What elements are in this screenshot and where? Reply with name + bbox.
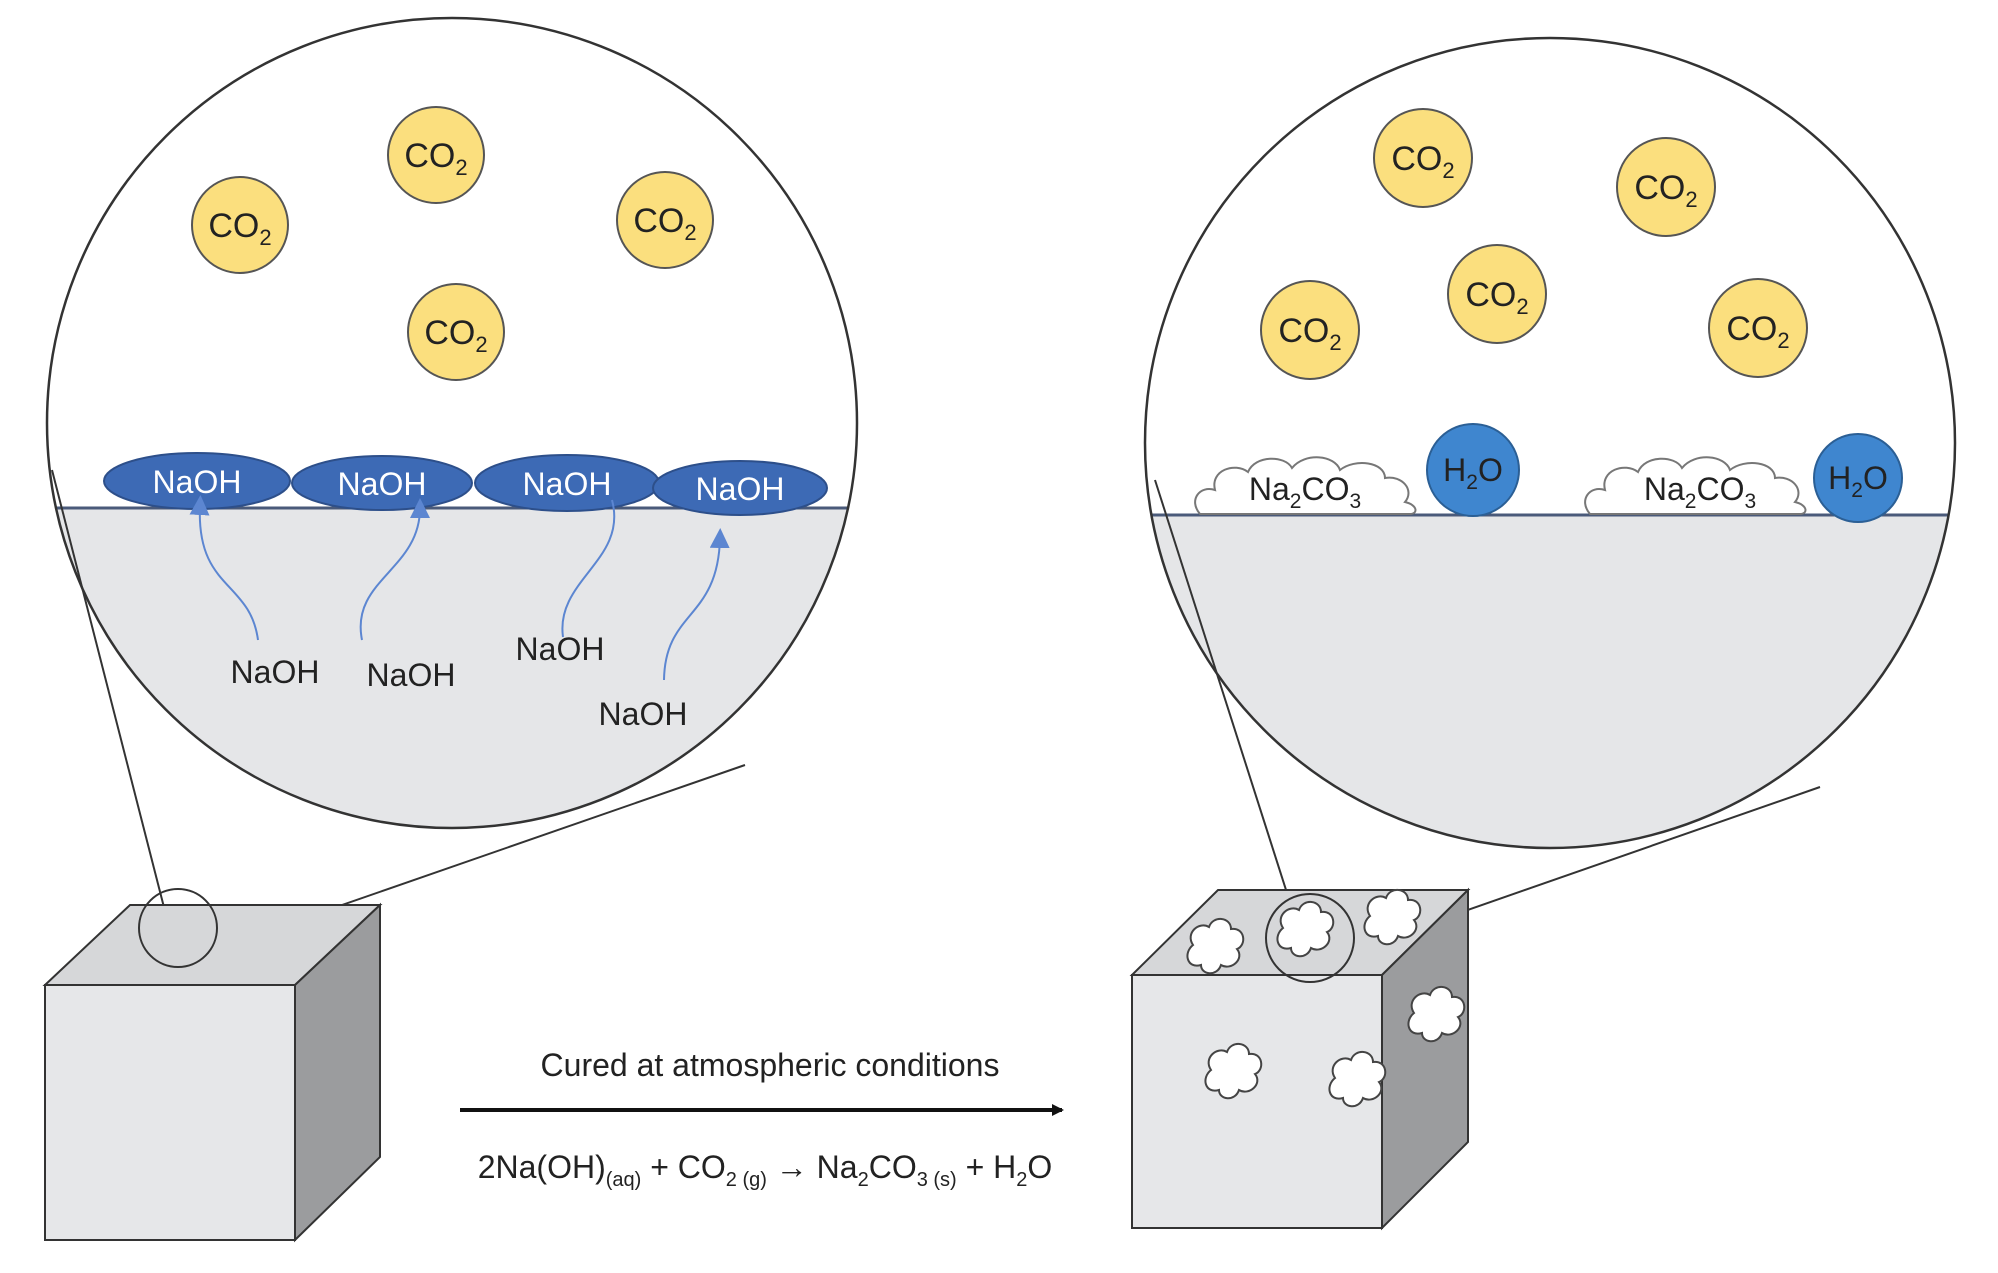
na2co3-deposit: Na2CO3 bbox=[1584, 456, 1807, 515]
svg-text:NaOH: NaOH bbox=[153, 464, 242, 500]
bulk-naoh-label: NaOH bbox=[516, 631, 605, 667]
bulk-naoh-label: NaOH bbox=[599, 696, 688, 732]
naoh-surface-layer: NaOH bbox=[291, 455, 473, 511]
svg-text:CO2: CO2 bbox=[633, 202, 696, 245]
cube-front-face bbox=[1131, 974, 1383, 1229]
process-label: Cured at atmospheric conditions bbox=[541, 1047, 1000, 1083]
svg-text:NaOH: NaOH bbox=[696, 471, 785, 507]
right-bulk-region bbox=[1145, 515, 1955, 848]
svg-text:CO2: CO2 bbox=[1391, 140, 1454, 183]
migration-arrow bbox=[663, 528, 730, 681]
svg-text:CO2: CO2 bbox=[1726, 310, 1789, 353]
bulk-naoh-label: NaOH bbox=[231, 654, 320, 690]
svg-text:Na2CO3: Na2CO3 bbox=[1249, 471, 1361, 513]
left-cube-untreated bbox=[42, 888, 383, 1243]
cube-front-face bbox=[44, 984, 296, 1241]
svg-text:Na2CO3: Na2CO3 bbox=[1644, 471, 1756, 513]
migration-arrow bbox=[359, 498, 430, 641]
svg-text:H2O: H2O bbox=[1828, 460, 1888, 502]
reaction-equation: 2Na(OH)(aq) + CO2 (g) → Na2CO3 (s) + H2O bbox=[478, 1149, 1053, 1191]
naoh-surface-layer: NaOH bbox=[652, 460, 828, 516]
co2-molecule: CO2 bbox=[616, 171, 714, 269]
svg-text:CO2: CO2 bbox=[424, 314, 487, 357]
migration-arrow bbox=[189, 495, 259, 641]
right-zoom-view: CO2 CO2 CO2 CO2 CO2 Na2CO3 H2O bbox=[1143, 36, 1957, 850]
left-zoom-spot bbox=[138, 888, 218, 968]
na2co3-deposit: Na2CO3 bbox=[1194, 456, 1417, 515]
svg-text:CO2: CO2 bbox=[1465, 276, 1528, 319]
co2-molecule: CO2 bbox=[387, 106, 485, 204]
h2o-molecule: H2O bbox=[1426, 423, 1520, 517]
migration-arrow bbox=[561, 499, 616, 638]
svg-text:H2O: H2O bbox=[1443, 452, 1503, 494]
co2-molecule: CO2 bbox=[191, 176, 289, 274]
naoh-surface-layer: NaOH bbox=[103, 452, 291, 510]
bulk-naoh-label: NaOH bbox=[367, 657, 456, 693]
left-zoom-line bbox=[51, 469, 179, 963]
naoh-surface-layer: NaOH bbox=[474, 454, 660, 512]
svg-text:NaOH: NaOH bbox=[338, 466, 427, 502]
left-zoom-circle-outline bbox=[45, 16, 859, 830]
co2-molecule: CO2 bbox=[1616, 137, 1716, 237]
co2-molecule: CO2 bbox=[1708, 278, 1808, 378]
co2-molecule: CO2 bbox=[407, 283, 505, 381]
right-zoom-spot bbox=[1265, 893, 1355, 983]
svg-text:CO2: CO2 bbox=[208, 207, 271, 250]
co2-molecule: CO2 bbox=[1447, 244, 1547, 344]
co2-molecule: CO2 bbox=[1373, 108, 1473, 208]
svg-text:CO2: CO2 bbox=[404, 137, 467, 180]
co2-molecule: CO2 bbox=[1260, 280, 1360, 380]
right-zoom-line bbox=[1154, 479, 1311, 966]
h2o-molecule: H2O bbox=[1813, 433, 1903, 523]
right-zoom-circle-outline bbox=[1143, 36, 1957, 850]
svg-text:NaOH: NaOH bbox=[523, 466, 612, 502]
svg-text:CO2: CO2 bbox=[1634, 169, 1697, 212]
svg-text:CO2: CO2 bbox=[1278, 312, 1341, 355]
right-cube-carbonated bbox=[1129, 887, 1471, 1231]
left-zoom-view: CO2 CO2 CO2 CO2 NaOH NaOH NaOH Na bbox=[45, 16, 859, 830]
